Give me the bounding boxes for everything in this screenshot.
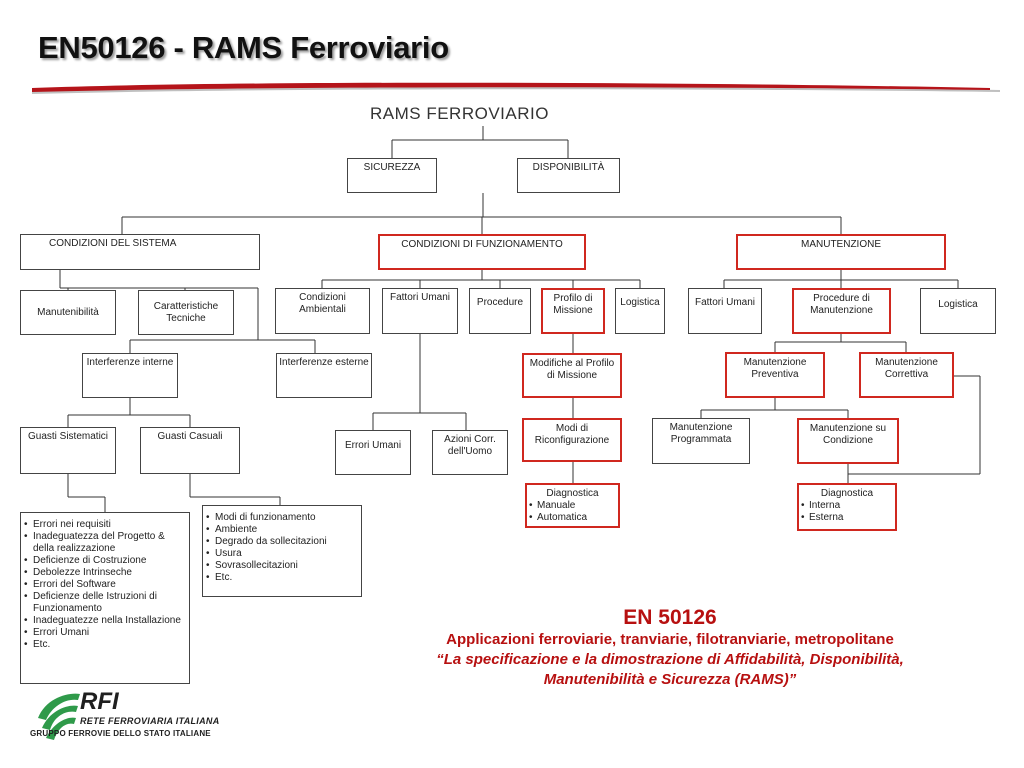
list-item: Debolezze Intrinseche — [24, 567, 186, 579]
box-fattori-umani: Fattori Umani — [382, 288, 458, 334]
box-diagnostica-2-title: Diagnostica — [820, 488, 874, 499]
box-condizioni-ambientali: Condizioni Ambientali — [275, 288, 370, 334]
box-errori-umani: Errori Umani — [335, 430, 411, 475]
box-modi-riconfigurazione-label: Modi di Riconfigurazione — [534, 423, 610, 446]
box-fattori-umani-label: Fattori Umani — [389, 292, 450, 303]
list-item: Etc. — [206, 572, 358, 584]
box-manutenzione-su-condizione-label: Manutenzione su Condizione — [809, 423, 887, 446]
box-diagnostica-1: Diagnostica Manuale Automatica — [525, 483, 620, 528]
box-procedure-manutenzione-label: Procedure di Manutenzione — [810, 293, 873, 316]
list-item: Errori del Software — [24, 579, 186, 591]
logo-brand: RFI — [80, 688, 119, 715]
box-condizioni-ambientali-label: Condizioni Ambientali — [299, 292, 346, 315]
list-item: Sovrasollecitazioni — [206, 560, 358, 572]
list-item: Inadeguatezze nella Installazione — [24, 615, 186, 627]
box-azioni-correttive-label: Azioni Corr. dell'Uomo — [444, 434, 496, 457]
list-item: Errori Umani — [24, 627, 186, 639]
box-interferenze-interne: Interferenze interne — [82, 353, 178, 398]
sistematici-list: Errori nei requisiti Inadeguatezza del P… — [24, 519, 186, 651]
box-manutenzione-programmata-label: Manutenzione Programmata — [669, 422, 733, 445]
box-modi-riconfigurazione: Modi di Riconfigurazione — [522, 418, 622, 462]
logo-gruppo: GRUPPO FERROVIE DELLO STATO ITALIANE — [30, 729, 211, 738]
box-sistematici-list: Errori nei requisiti Inadeguatezza del P… — [20, 512, 190, 684]
box-guasti-casuali: Guasti Casuali — [140, 427, 240, 474]
box-logistica: Logistica — [615, 288, 665, 334]
list-item: Errori nei requisiti — [24, 519, 186, 531]
box-errori-umani-label: Errori Umani — [344, 440, 402, 451]
box-diagnostica-2: Diagnostica Interna Esterna — [797, 483, 897, 531]
diagram-title: RAMS FERROVIARIO — [370, 104, 549, 123]
box-interferenze-interne-label: Interferenze interne — [86, 357, 174, 368]
list-item: Usura — [206, 548, 358, 560]
diagnostica-2-list: Interna Esterna — [801, 500, 893, 524]
box-m-logistica: Logistica — [920, 288, 996, 334]
box-m-fattori-umani-label: Fattori Umani — [694, 297, 755, 308]
box-manutenzione-correttiva-label: Manutenzione Correttiva — [875, 357, 938, 380]
box-manutenibilita-label: Manutenibilità — [37, 306, 99, 318]
logo-rete: RETE FERROVIARIA ITALIANA — [80, 716, 220, 726]
list-item: Ambiente — [206, 524, 358, 536]
box-interferenze-esterne-label: Interferenze esterne — [279, 357, 369, 368]
box-condizioni-sistema: CONDIZIONI DEL SISTEMA — [20, 234, 260, 270]
box-sicurezza-label: SICUREZZA — [363, 162, 421, 173]
box-manutenzione-programmata: Manutenzione Programmata — [652, 418, 750, 464]
box-guasti-sistematici: Guasti Sistematici — [20, 427, 116, 474]
title-underline-swoosh — [32, 82, 1000, 94]
box-sicurezza: SICUREZZA — [347, 158, 437, 193]
box-procedure: Procedure — [469, 288, 531, 334]
box-modifiche-profilo: Modifiche al Profilo di Missione — [522, 353, 622, 398]
box-manutenzione-preventiva-label: Manutenzione Preventiva — [743, 357, 807, 380]
list-item: Inadeguatezza del Progetto & della reali… — [24, 531, 186, 555]
box-azioni-correttive: Azioni Corr. dell'Uomo — [432, 430, 508, 475]
box-caratteristiche-tecniche: Caratteristiche Tecniche — [138, 290, 234, 335]
box-manutenzione-label: MANUTENZIONE — [801, 239, 881, 250]
box-manutenzione-preventiva: Manutenzione Preventiva — [725, 352, 825, 398]
list-item: Automatica — [529, 512, 616, 524]
box-profilo-missione: Profilo di Missione — [541, 288, 605, 334]
box-interferenze-esterne: Interferenze esterne — [276, 353, 372, 398]
box-condizioni-funzionamento-label: CONDIZIONI DI FUNZIONAMENTO — [401, 239, 563, 250]
box-diagnostica-1-title: Diagnostica — [546, 488, 599, 499]
box-procedure-label: Procedure — [476, 297, 524, 308]
list-item: Modi di funzionamento — [206, 512, 358, 524]
list-item: Degrado da sollecitazioni — [206, 536, 358, 548]
list-item: Etc. — [24, 639, 186, 651]
rfi-logo-icon — [38, 693, 80, 740]
box-m-logistica-label: Logistica — [938, 299, 978, 310]
list-item: Deficienze delle Istruzioni di Funzionam… — [24, 591, 186, 615]
slide-title: EN50126 - RAMS Ferroviario — [38, 30, 449, 65]
box-manutenibilita: Manutenibilità — [20, 290, 116, 335]
en-subtitle: Applicazioni ferroviarie, tranviarie, fi… — [446, 631, 894, 648]
list-item: Interna — [801, 500, 893, 512]
box-profilo-missione-label: Profilo di Missione — [553, 293, 593, 316]
list-item: Deficienze di Costruzione — [24, 555, 186, 567]
box-modifiche-profilo-label: Modifiche al Profilo di Missione — [529, 358, 615, 381]
box-condizioni-sistema-label: CONDIZIONI DEL SISTEMA — [49, 238, 177, 249]
box-disponibilita: DISPONIBILITÀ — [517, 158, 620, 193]
box-m-fattori-umani: Fattori Umani — [688, 288, 762, 334]
box-caratteristiche-tecniche-label: Caratteristiche Tecniche — [153, 300, 219, 324]
box-disponibilita-label: DISPONIBILITÀ — [532, 162, 605, 173]
box-condizioni-funzionamento: CONDIZIONI DI FUNZIONAMENTO — [378, 234, 586, 270]
list-item: Esterna — [801, 512, 893, 524]
en-50126-caption: EN 50126 Applicazioni ferroviarie, tranv… — [330, 606, 1010, 690]
en-title: EN 50126 — [623, 606, 717, 629]
diagnostica-1-list: Manuale Automatica — [529, 500, 616, 524]
box-manutenzione-su-condizione: Manutenzione su Condizione — [797, 418, 899, 464]
list-item: Manuale — [529, 500, 616, 512]
box-logistica-label: Logistica — [620, 297, 660, 308]
box-manutenzione-correttiva: Manutenzione Correttiva — [859, 352, 954, 398]
en-quote-line-2: Manutenibilità e Sicurezza (RAMS)” — [543, 671, 797, 688]
box-manutenzione: MANUTENZIONE — [736, 234, 946, 270]
box-procedure-manutenzione: Procedure di Manutenzione — [792, 288, 891, 334]
box-guasti-casuali-label: Guasti Casuali — [157, 431, 223, 442]
box-guasti-sistematici-label: Guasti Sistematici — [27, 431, 109, 442]
box-casuali-list: Modi di funzionamento Ambiente Degrado d… — [202, 505, 362, 597]
casuali-list: Modi di funzionamento Ambiente Degrado d… — [206, 512, 358, 584]
en-quote-line-1: “La specificazione e la dimostrazione di… — [436, 651, 904, 668]
